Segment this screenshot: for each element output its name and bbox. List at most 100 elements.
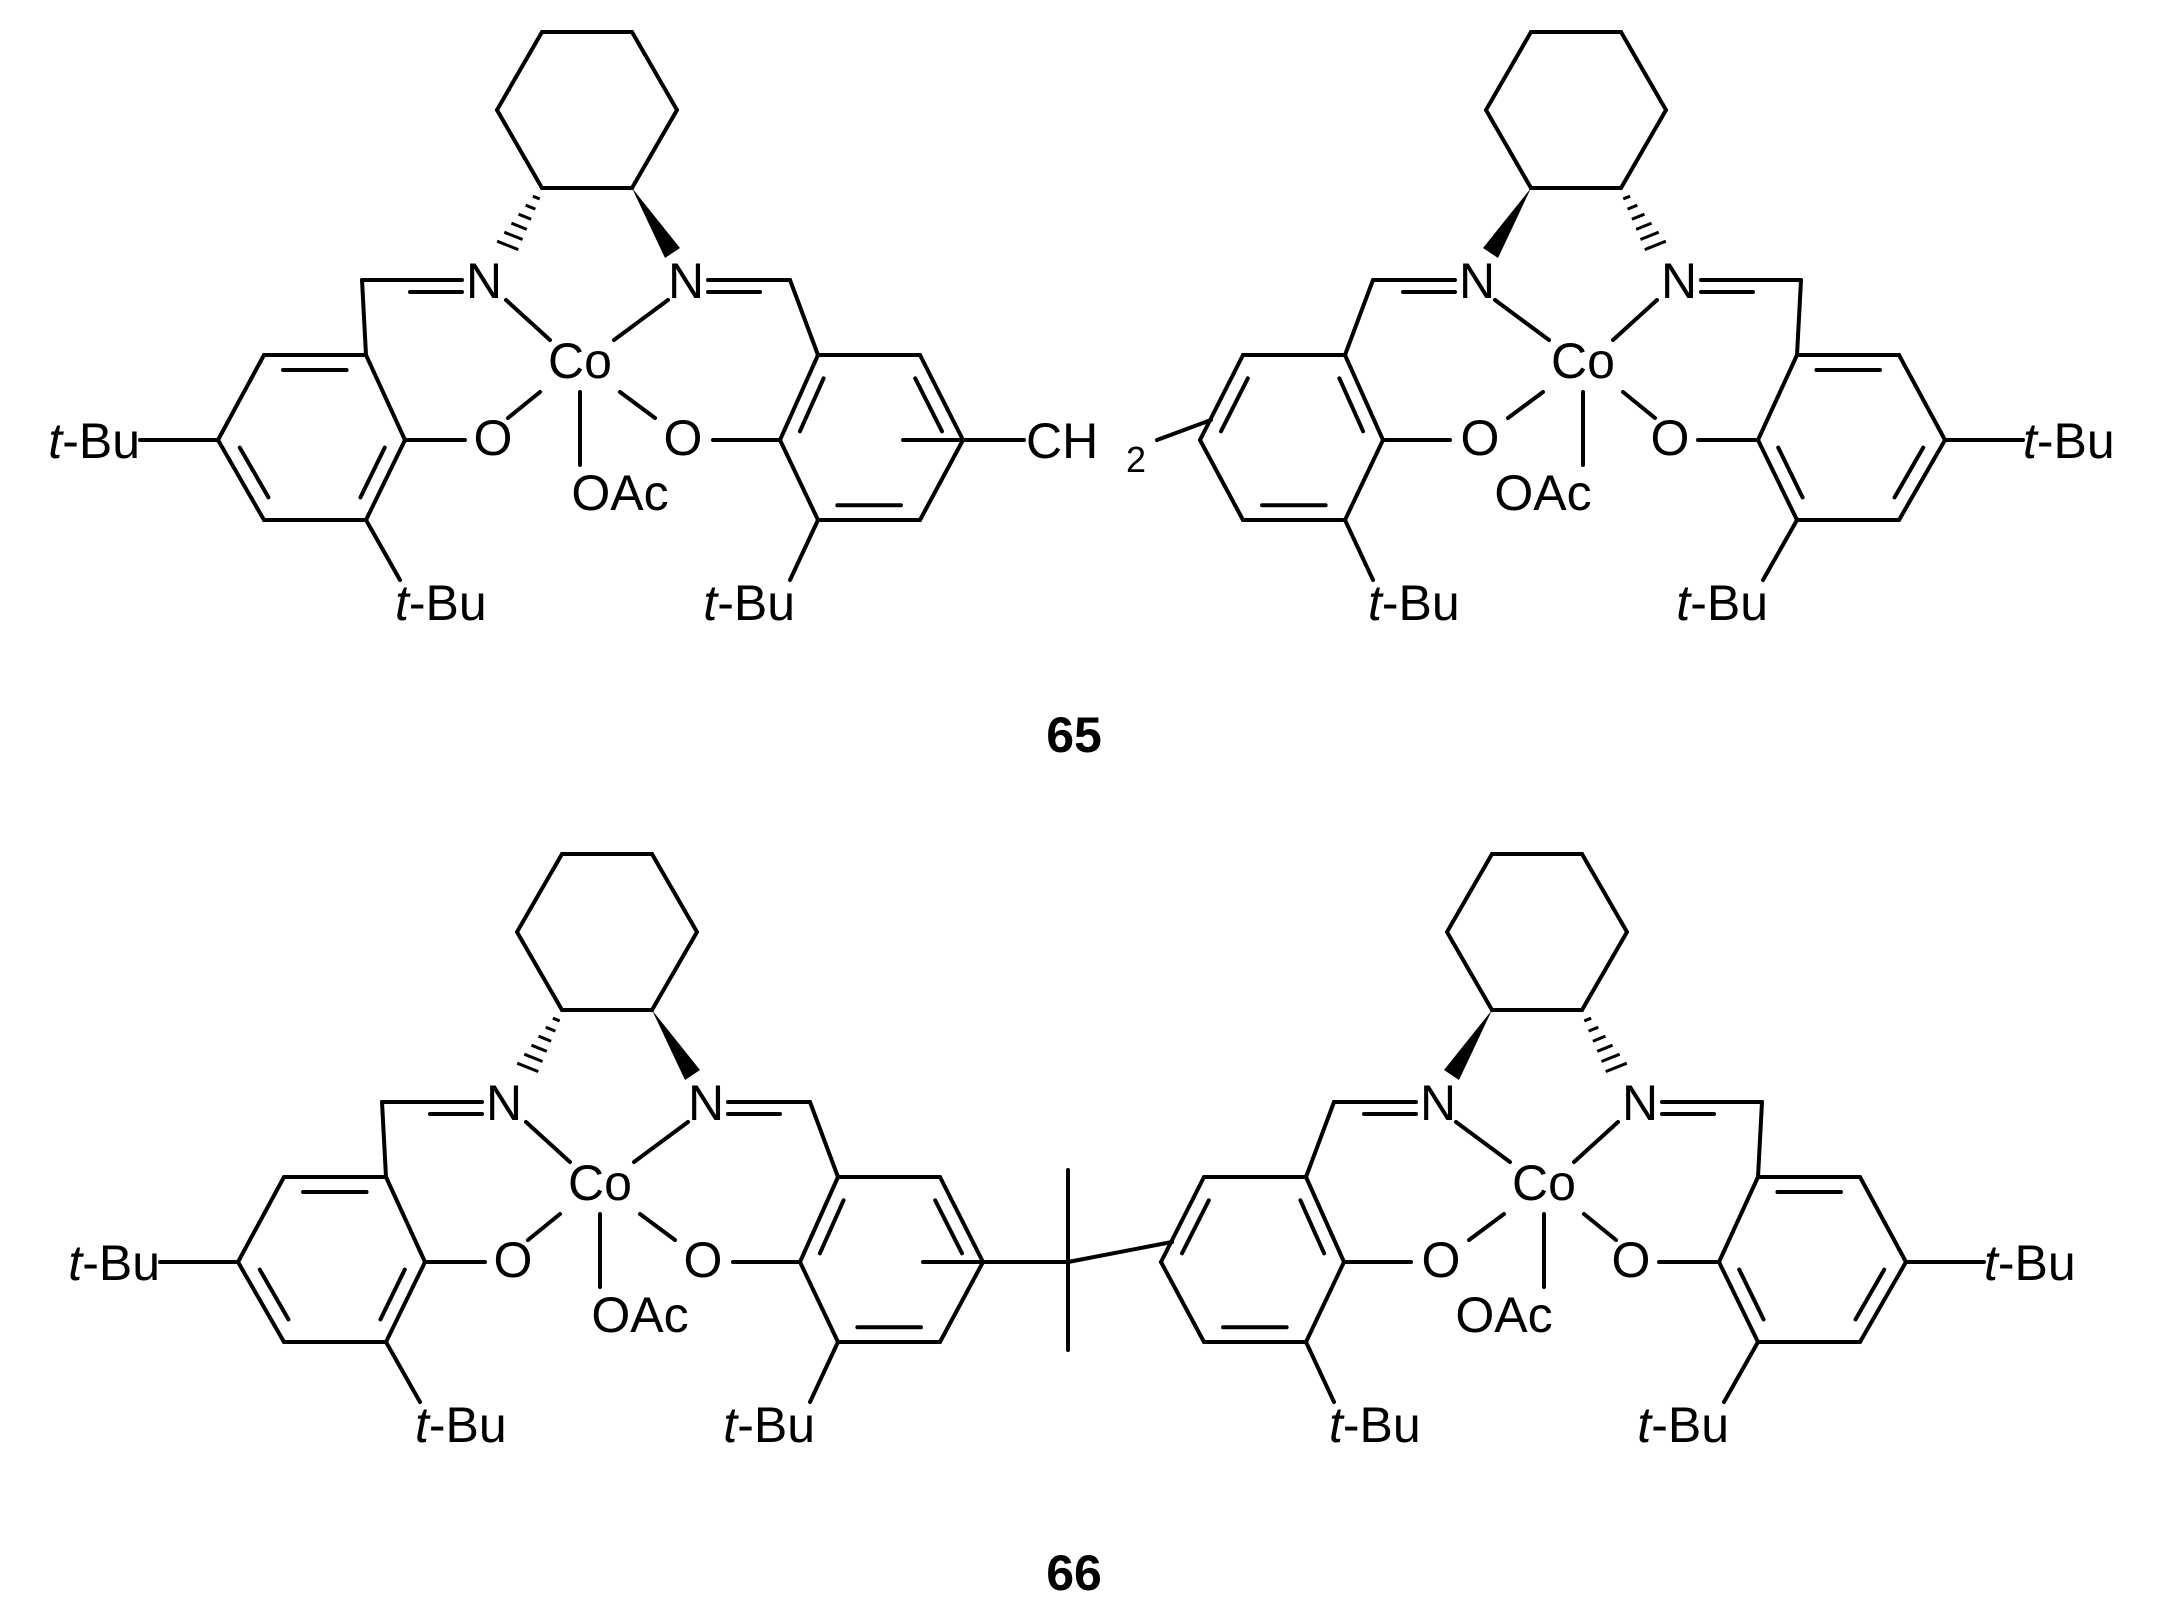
aryl-ring-right-double-bond bbox=[1219, 376, 1250, 434]
cobalt-atom: Co bbox=[1512, 1155, 1576, 1211]
aryl-ring-right-bond bbox=[938, 1175, 985, 1264]
cyclohexane-ring-bond bbox=[515, 930, 564, 1012]
tbu-bond-lower-left bbox=[1722, 1340, 1760, 1404]
ch-link-left bbox=[380, 1100, 388, 1179]
tbu-bond-lower-right bbox=[1343, 518, 1375, 582]
ch-link-left bbox=[360, 278, 368, 357]
ch-link-right bbox=[788, 278, 820, 357]
aryl-ring-left-bond bbox=[1717, 1260, 1760, 1344]
solid-wedge-bond bbox=[632, 188, 680, 258]
oxygen-left: O bbox=[494, 1232, 533, 1288]
cyclohexane-ring-bond bbox=[495, 30, 544, 112]
nitrogen-right: N bbox=[688, 1075, 724, 1131]
tbu-lower-left: t-Bu bbox=[415, 1397, 507, 1453]
co-o-left-bond bbox=[526, 1212, 562, 1242]
aryl-ring-right-bond bbox=[798, 1175, 840, 1264]
acetate-ligand: OAc bbox=[571, 465, 668, 521]
aryl-ring-left-double-bond bbox=[1853, 1267, 1887, 1322]
cyclohexane-ring-bond bbox=[1580, 930, 1629, 1012]
tbu-bond-lower-right bbox=[1304, 1340, 1336, 1404]
co-n-left-bond bbox=[524, 1120, 572, 1164]
aryl-ring-left-double-bond bbox=[1892, 445, 1926, 500]
aryl-ring-right-double-bond bbox=[1337, 376, 1366, 434]
cyclohexane-ring-bond bbox=[1484, 30, 1533, 112]
co-o-right-bond bbox=[618, 390, 657, 420]
aryl-ring-left bbox=[1756, 353, 1947, 522]
aryl-ring-right-double-bond bbox=[1180, 1198, 1211, 1256]
oxygen-left: O bbox=[1651, 410, 1690, 466]
ch-link-left bbox=[1795, 278, 1803, 357]
co-n-left-bond bbox=[1611, 298, 1659, 342]
oxygen-left: O bbox=[474, 410, 513, 466]
nitrogen-right: N bbox=[1459, 253, 1495, 309]
aryl-ring-left-double-bond bbox=[378, 1267, 407, 1322]
oxygen-right: O bbox=[1461, 410, 1500, 466]
tbu-bond-lower-right bbox=[788, 518, 820, 582]
tbu-lower-left: t-Bu bbox=[1676, 575, 1768, 631]
oxygen-right: O bbox=[664, 410, 703, 466]
tbu-lower-right: t-Bu bbox=[703, 575, 795, 631]
tbu-outer-left: t-Bu bbox=[1984, 1235, 2076, 1291]
aryl-ring-right-double-bond bbox=[933, 1198, 964, 1256]
aryl-ring-right-bond bbox=[1159, 1175, 1206, 1264]
co-o-left-bond bbox=[506, 390, 542, 420]
tbu-lower-right: t-Bu bbox=[1329, 1397, 1421, 1453]
aryl-ring-left-double-bond bbox=[358, 445, 387, 500]
aryl-ring-right bbox=[778, 353, 965, 522]
aryl-ring-left bbox=[1717, 1175, 1908, 1344]
co-n-right-bond bbox=[1454, 1120, 1512, 1164]
co-o-right-bond bbox=[1506, 390, 1545, 420]
cyclohexane-ring-bond bbox=[630, 30, 679, 112]
aryl-ring-right-bond bbox=[1343, 438, 1385, 522]
tbu-lower-left: t-Bu bbox=[395, 575, 487, 631]
aryl-ring-right-bond bbox=[918, 438, 965, 522]
aryl-ring-left-double-bond bbox=[1776, 445, 1805, 500]
oxygen-left: O bbox=[1612, 1232, 1651, 1288]
cyclohexane-ring-bond bbox=[1580, 852, 1629, 934]
oxygen-right: O bbox=[684, 1232, 723, 1288]
cyclohexane-ring-bond bbox=[630, 108, 679, 190]
nitrogen-right: N bbox=[668, 253, 704, 309]
aryl-ring-left-bond bbox=[216, 353, 266, 442]
co-n-right-bond bbox=[1493, 298, 1551, 342]
cyclohexane-ring-bond bbox=[515, 852, 564, 934]
aryl-ring-right-bond bbox=[798, 1260, 840, 1344]
nitrogen-right: N bbox=[1420, 1075, 1456, 1131]
ch-link-left bbox=[1756, 1100, 1764, 1179]
cyclohexane-ring bbox=[1484, 30, 1668, 190]
acetate-ligand: OAc bbox=[1455, 1287, 1552, 1343]
aryl-ring-left-bond bbox=[236, 1175, 286, 1264]
cyclohexane-ring-bond bbox=[1445, 852, 1494, 934]
aryl-ring-left-bond bbox=[364, 438, 407, 522]
cyclohexane-ring-bond bbox=[495, 108, 544, 190]
compound-number-65: 65 bbox=[1046, 707, 1102, 763]
aryl-ring-left-double-bond bbox=[257, 1267, 291, 1322]
hashed-wedge-bond bbox=[496, 194, 541, 252]
aryl-ring-right-bond bbox=[1198, 438, 1245, 522]
cyclohexane-ring bbox=[495, 30, 679, 190]
aryl-ring-left-bond bbox=[236, 1260, 286, 1344]
aryl-ring-right-bond bbox=[778, 353, 820, 442]
cobalt-atom: Co bbox=[548, 333, 612, 389]
solid-wedge-bond bbox=[1444, 1010, 1492, 1080]
solid-wedge-bond bbox=[652, 1010, 700, 1080]
hashed-wedge-bond bbox=[1583, 1016, 1628, 1074]
aryl-ring-right-double-bond bbox=[817, 1198, 846, 1256]
aryl-ring-left-bond bbox=[1858, 1175, 1908, 1264]
ch-link-right bbox=[1343, 278, 1375, 357]
tbu-bond-lower-left bbox=[384, 1340, 422, 1404]
aryl-ring-right-bond bbox=[1304, 1260, 1346, 1344]
nitrogen-left: N bbox=[1661, 253, 1697, 309]
solid-wedge-bond bbox=[1483, 188, 1531, 258]
tbu-lower-right: t-Bu bbox=[1368, 575, 1460, 631]
cyclohexane-ring bbox=[515, 852, 699, 1012]
aryl-ring-left-double-bond bbox=[237, 445, 271, 500]
tbu-lower-left: t-Bu bbox=[1637, 1397, 1729, 1453]
acetate-ligand: OAc bbox=[591, 1287, 688, 1343]
cyclohexane-ring-bond bbox=[650, 852, 699, 934]
aryl-ring-left-bond bbox=[216, 438, 266, 522]
aryl-ring-left-bond bbox=[1858, 1260, 1908, 1344]
aryl-ring-left-bond bbox=[364, 353, 407, 442]
